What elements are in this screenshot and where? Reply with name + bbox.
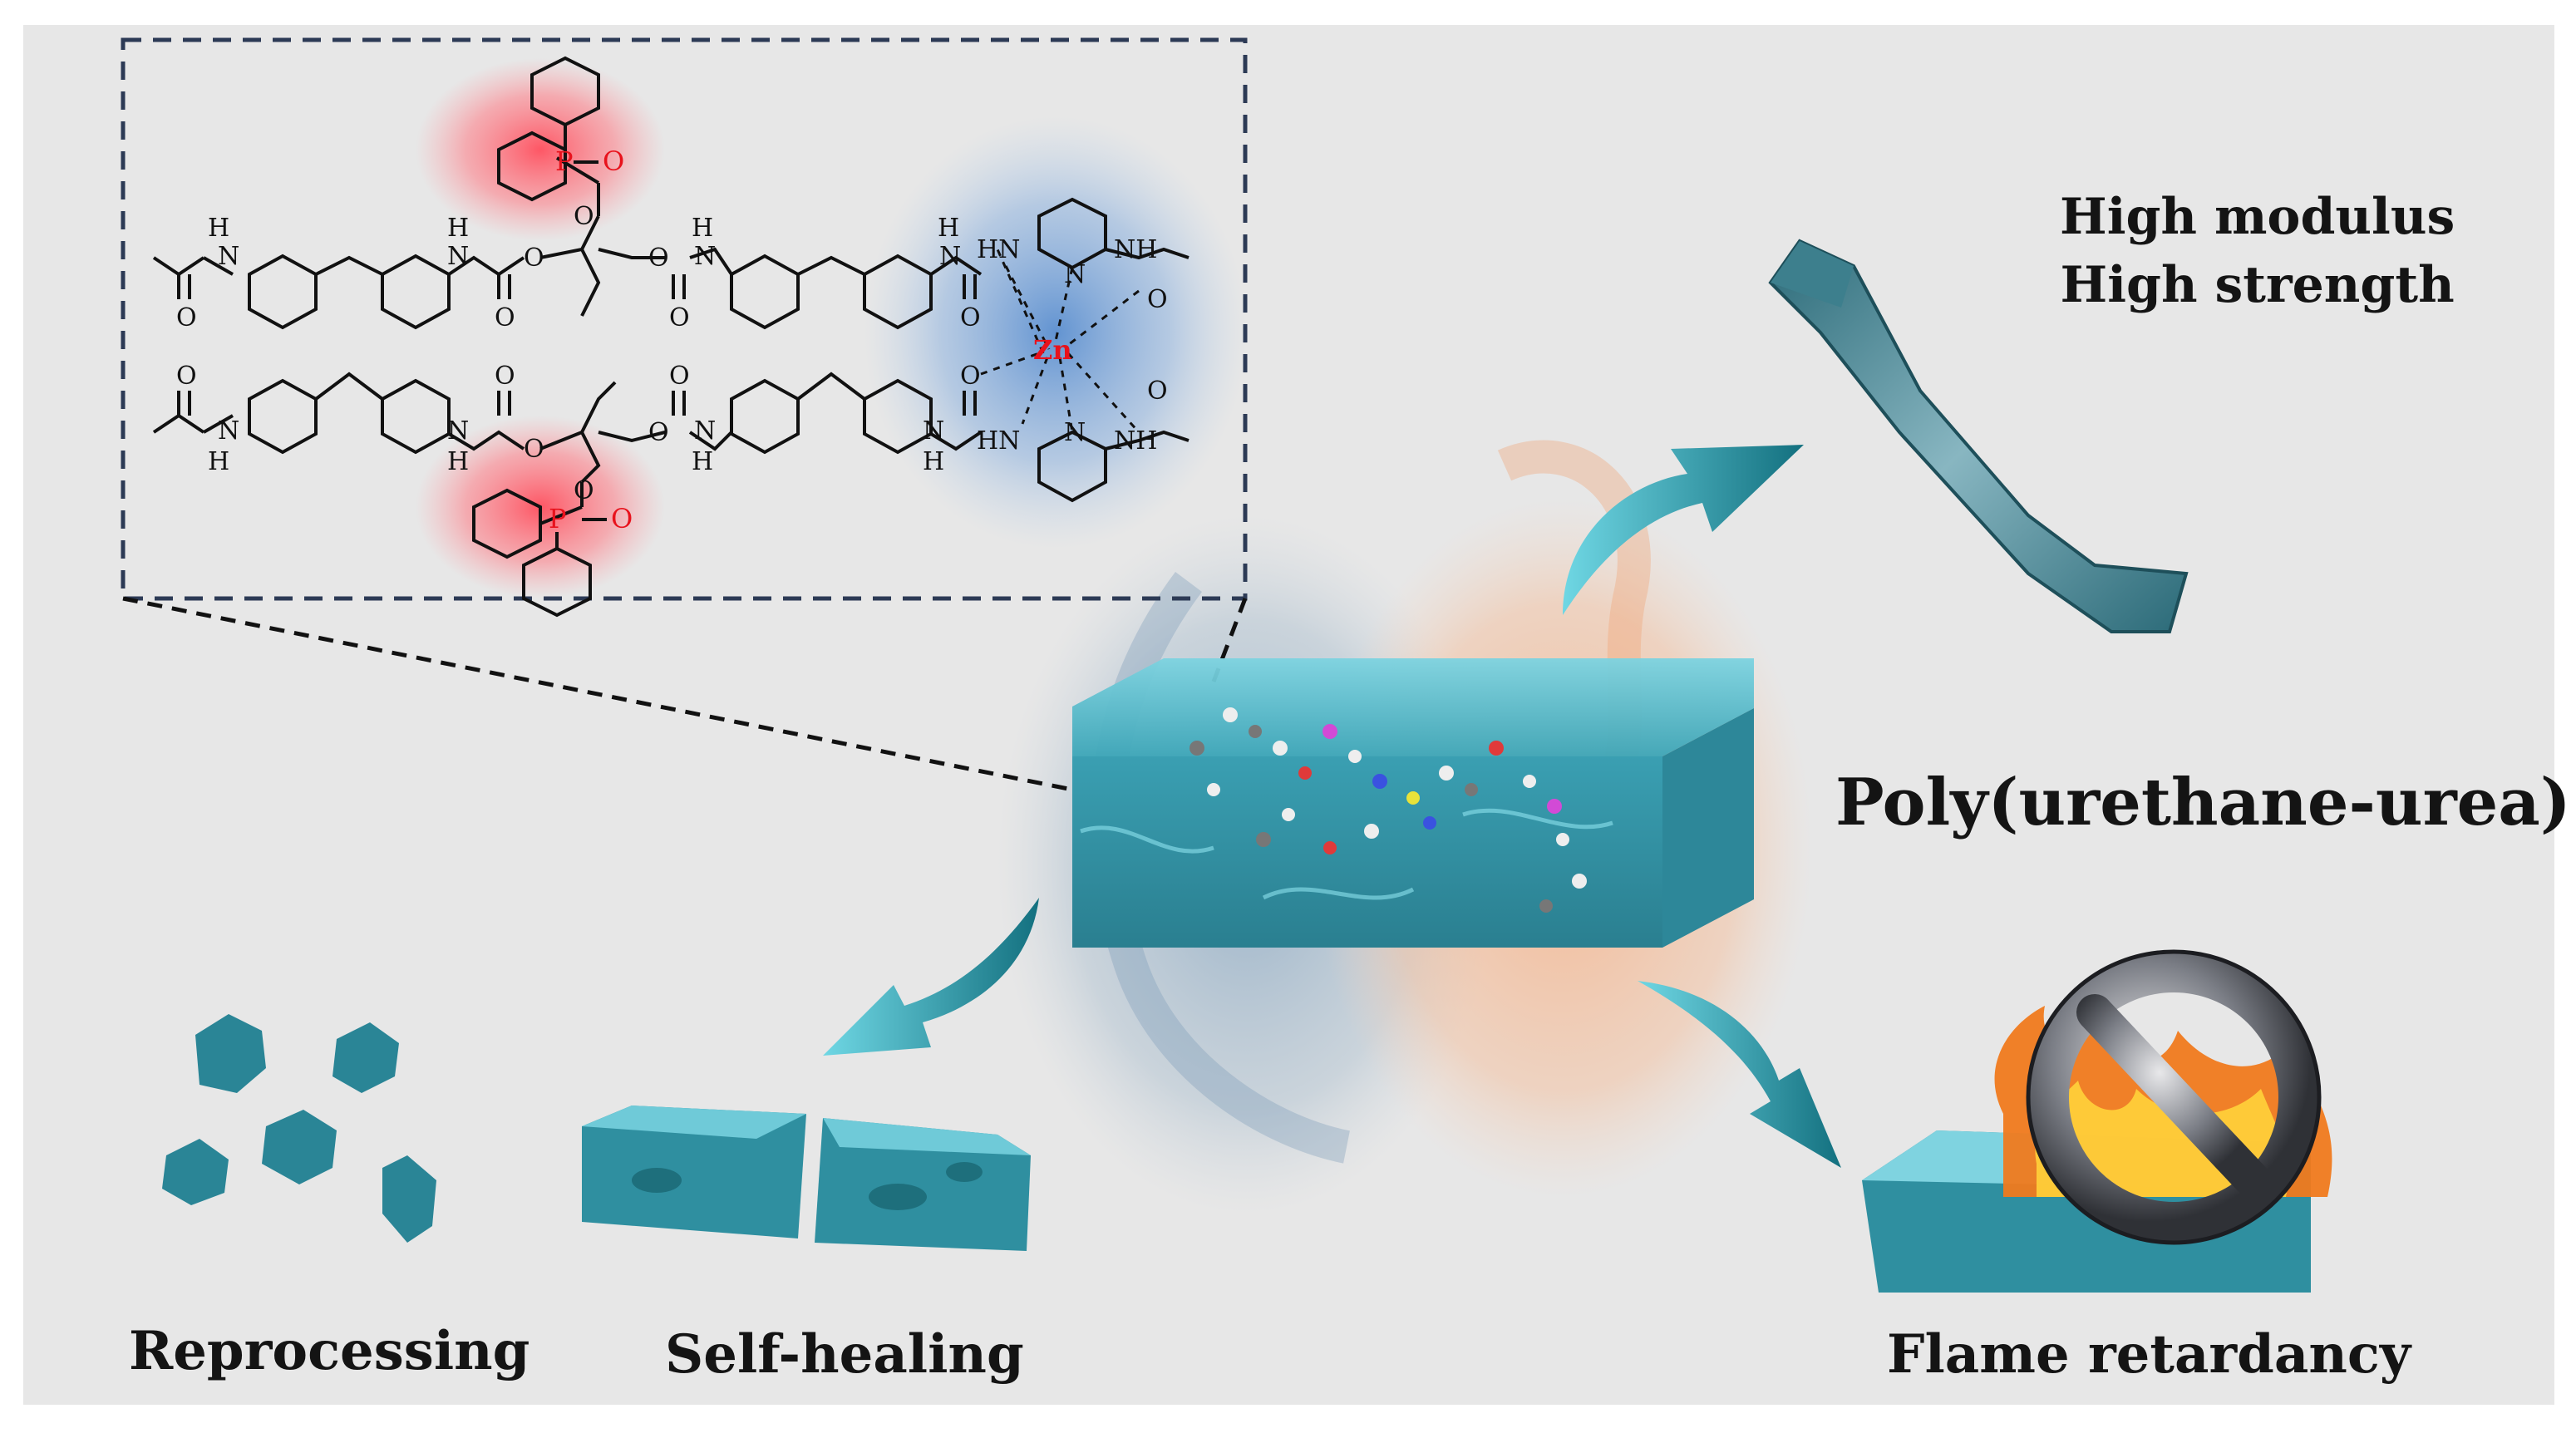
reprocessing-particles-icon xyxy=(162,1014,436,1243)
atom-n-9: N xyxy=(923,416,944,446)
atom-o-11: O xyxy=(648,418,669,447)
atom-o-15: O xyxy=(574,202,594,231)
prohibited-sign-icon xyxy=(2026,949,2322,1245)
reprocessing-label: Reprocessing xyxy=(129,1320,530,1382)
zoom-leader-line xyxy=(122,596,1081,794)
zinc-atom: Zn xyxy=(1033,334,1072,366)
atom-h-2: H xyxy=(447,214,469,243)
atom-o-7: O xyxy=(1147,285,1168,314)
atom-o-6: O xyxy=(960,303,981,332)
phosphorus-atom-top: P xyxy=(555,145,574,177)
atom-o-4: O xyxy=(648,244,669,273)
arrow-to-mechanical xyxy=(1563,445,1804,615)
atom-o-10: O xyxy=(524,435,544,464)
atom-n-6: N xyxy=(218,416,239,446)
atom-o-5: O xyxy=(669,303,690,332)
atom-n-4: N xyxy=(939,242,961,271)
high-modulus-text: High modulus xyxy=(2060,188,2455,246)
atom-n-5: N xyxy=(1064,260,1086,289)
atom-h-7: H xyxy=(447,447,469,476)
arrow-to-flame-retardancy xyxy=(1638,981,1841,1168)
material-title: Poly(urethane-urea) xyxy=(1835,765,2571,840)
atom-o-9: O xyxy=(495,362,515,391)
flame-retardancy-label: Flame retardancy xyxy=(1887,1323,2411,1386)
atom-o-3: O xyxy=(524,244,544,273)
atom-n-10: N xyxy=(1064,418,1086,447)
atom-h-1: H xyxy=(208,214,229,243)
atom-h-3: H xyxy=(692,214,713,243)
zoom-leader-line-2 xyxy=(1211,598,1248,682)
phosphoryl-oxygen-bottom: O xyxy=(611,503,633,534)
atom-nh-2: NH xyxy=(1114,426,1157,456)
atom-o-12: O xyxy=(669,362,690,391)
atom-h-9: H xyxy=(923,447,944,476)
atom-labels: N H O N H O O O O N H N H O HN N NH O O … xyxy=(176,202,1168,505)
atom-n-3: N xyxy=(694,242,716,271)
atom-h-4: H xyxy=(938,214,959,243)
atom-o-16: O xyxy=(574,476,594,505)
phosphorus-highlight-top xyxy=(416,58,665,241)
atom-n-7: N xyxy=(447,416,469,446)
phosphorus-labels: P O P O Zn xyxy=(549,145,1072,534)
atom-hn-2: HN xyxy=(977,426,1020,456)
atom-o-8: O xyxy=(176,362,197,391)
molecular-model xyxy=(1189,707,1587,913)
mechanical-properties-label: High modulus High strength xyxy=(2060,183,2455,319)
tensile-specimen-icon xyxy=(1768,239,2189,633)
phosphorus-atom-bottom: P xyxy=(549,503,567,534)
atom-hn-1: HN xyxy=(977,235,1020,264)
atom-o-13: O xyxy=(960,362,981,391)
atom-o-14: O xyxy=(1147,377,1168,406)
structure-inset-frame xyxy=(121,37,1248,601)
polymer-block xyxy=(1072,658,1754,948)
atom-h-8: H xyxy=(692,447,713,476)
atom-h-6: H xyxy=(208,447,229,476)
self-healing-block-icon xyxy=(582,1106,1031,1251)
self-healing-label: Self-healing xyxy=(665,1323,1024,1386)
atom-o-2: O xyxy=(495,303,515,332)
phosphoryl-oxygen-top: O xyxy=(603,145,624,177)
atom-n-1: N xyxy=(218,242,239,271)
atom-n-8: N xyxy=(694,416,716,446)
high-strength-text: High strength xyxy=(2060,256,2455,314)
atom-nh-1: NH xyxy=(1114,235,1157,264)
zinc-coordination-highlight xyxy=(864,116,1247,549)
arrow-to-self-healing xyxy=(823,898,1039,1056)
chemical-structure xyxy=(152,56,1189,618)
atom-o-1: O xyxy=(176,303,197,332)
atom-n-2: N xyxy=(447,242,469,271)
